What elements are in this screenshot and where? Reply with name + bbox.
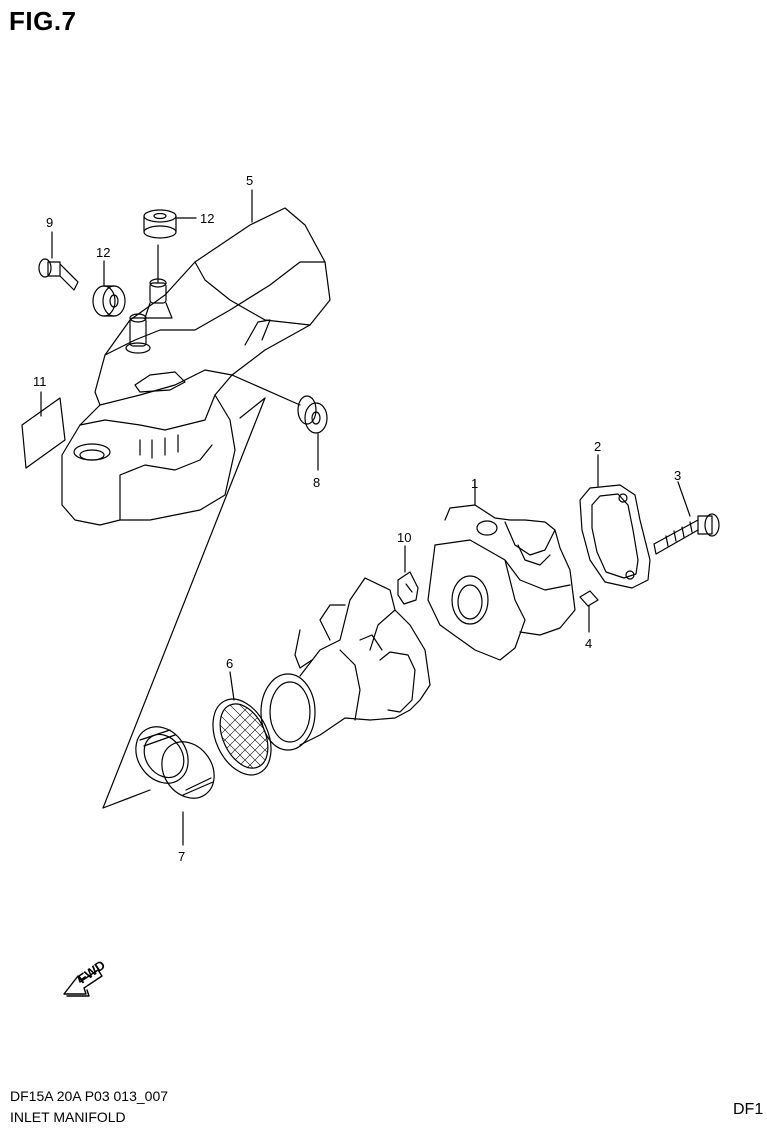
callout-12-left: 12	[96, 245, 110, 260]
pin-4	[579, 590, 599, 633]
section-name: INLET MANIFOLD	[10, 1109, 126, 1125]
callout-9: 9	[46, 215, 53, 230]
callout-3: 3	[674, 468, 681, 483]
gasket	[579, 454, 651, 589]
callout-7: 7	[178, 849, 185, 864]
figure-title: FIG.7	[9, 6, 77, 36]
callout-8: 8	[313, 475, 320, 490]
seal-ring	[135, 726, 215, 846]
callout-12-top: 12	[200, 211, 214, 226]
callout-2: 2	[594, 439, 601, 454]
callout-6: 6	[226, 656, 233, 671]
callout-4: 4	[585, 636, 592, 651]
throttle-body	[260, 577, 431, 751]
callout-11: 11	[33, 374, 47, 389]
bolt-9	[38, 231, 79, 291]
clip-10	[397, 545, 419, 605]
label-plate	[21, 391, 66, 469]
grommet-top	[143, 209, 197, 239]
callout-1: 1	[471, 476, 478, 491]
callout-10: 10	[397, 530, 411, 545]
bolt-3	[653, 481, 720, 555]
fwd-arrow-icon	[63, 969, 103, 997]
screen-mesh	[212, 671, 276, 776]
assembly-guide-lines	[102, 397, 266, 809]
inlet-manifold	[427, 479, 576, 661]
grommet-8	[231, 374, 328, 471]
right-code: DF1	[733, 1101, 764, 1118]
grommet-left	[92, 260, 126, 317]
model-code: DF15A 20A P03 013_007	[10, 1088, 169, 1104]
callout-5: 5	[246, 173, 253, 188]
